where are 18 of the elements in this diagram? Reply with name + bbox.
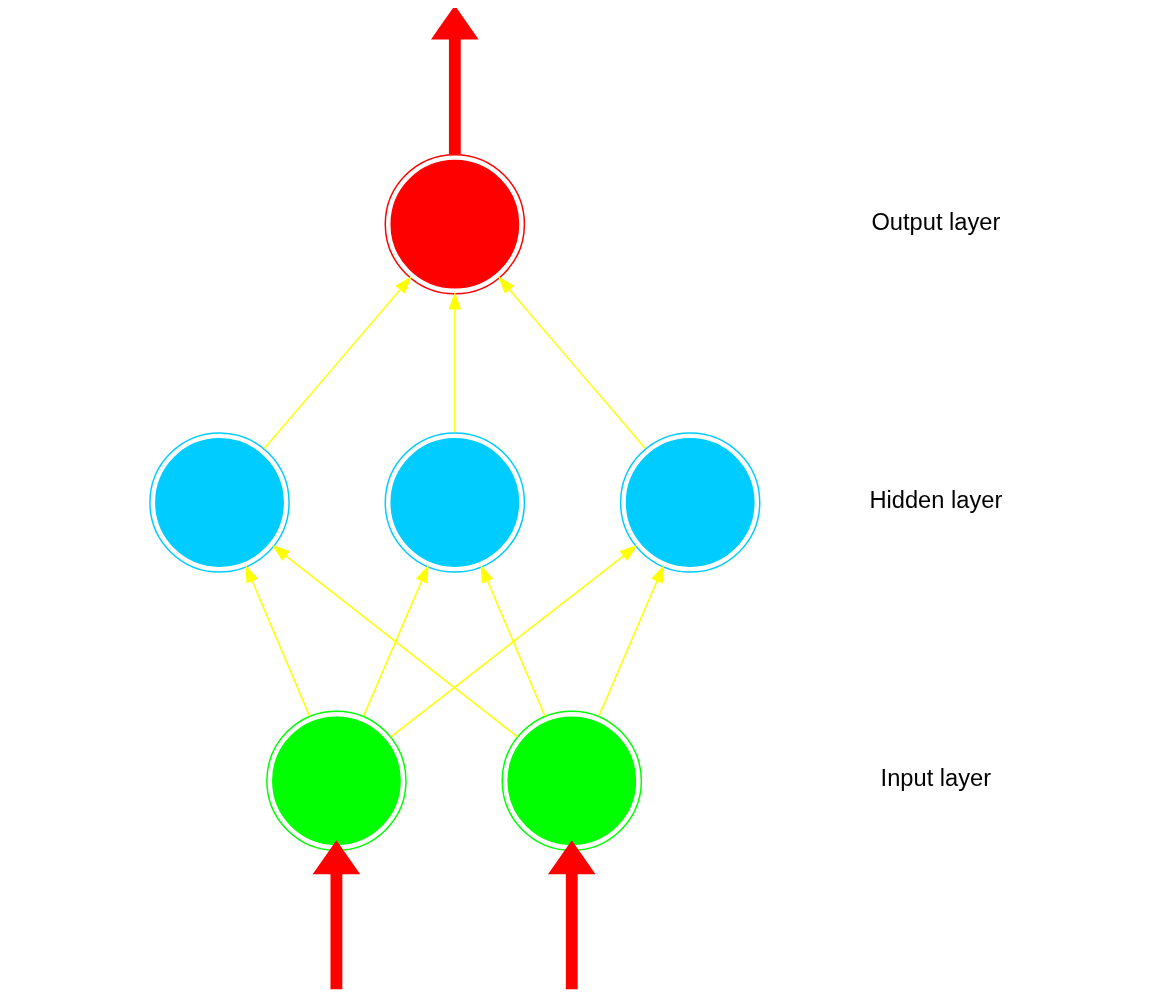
node-circle [265,710,407,852]
label: Output layer [870,208,1000,235]
arrow [597,564,664,717]
arrow [271,545,518,738]
arrow [389,545,637,738]
node-circle [384,432,525,573]
arrow [480,564,546,717]
arrow [448,291,461,433]
node-circle [500,710,642,852]
arrow [362,564,429,717]
arrow [244,564,310,717]
arrow [312,840,360,990]
arrow [430,8,479,155]
arrow [263,276,412,450]
arrow [497,276,646,450]
label: Input layer [880,765,991,792]
label: Hidden layer [868,487,1002,514]
arrow [547,840,596,990]
